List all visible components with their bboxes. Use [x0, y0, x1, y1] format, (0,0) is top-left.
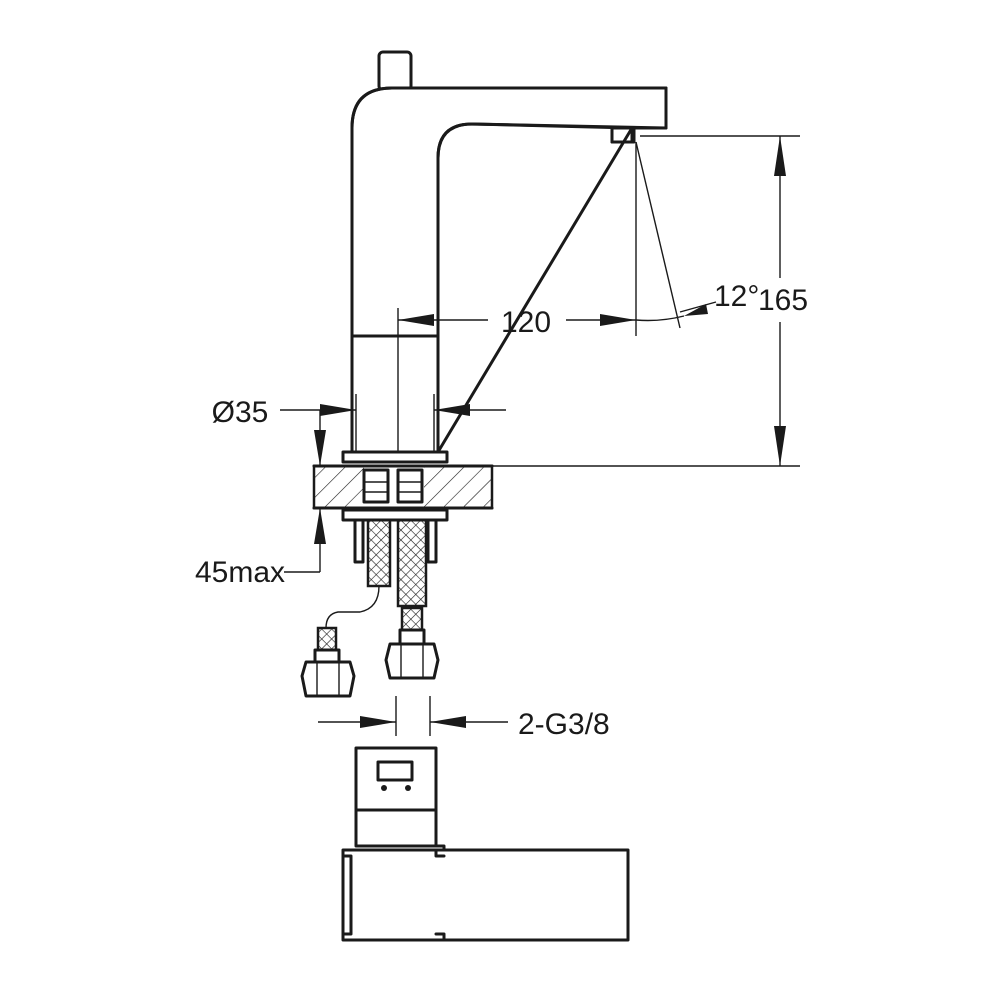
top-cap — [377, 50, 413, 92]
fitting-right — [396, 468, 424, 504]
faucet-front-view — [341, 50, 668, 464]
hose-end-right — [384, 606, 440, 680]
indicator-dot-right — [405, 785, 411, 791]
dimension-12deg: 12° — [635, 141, 759, 329]
dimension-diameter: Ø35 — [212, 394, 506, 452]
faucet-top-view — [341, 746, 630, 942]
dimension-120: 120 — [397, 142, 637, 452]
spout-reach-label: 120 — [501, 306, 551, 339]
outlet-height-label: 165 — [758, 284, 808, 317]
hose-right — [396, 518, 428, 608]
body-diameter-label: Ø35 — [212, 396, 269, 429]
mounting-assembly — [341, 468, 449, 564]
hose-connections-label: 2-G3/8 — [518, 708, 610, 741]
top-view-spout — [341, 848, 630, 942]
deck-thickness-label: 45max — [195, 556, 285, 589]
dimension-45max: 45max — [195, 410, 326, 589]
mounting-washer — [341, 508, 449, 522]
dimension-hose-connections: 2-G3/8 — [318, 696, 610, 741]
indicator-dot-left — [381, 785, 387, 791]
base-ring — [341, 450, 449, 464]
display-window — [376, 760, 414, 782]
hose-left — [366, 518, 392, 588]
nut-left — [300, 660, 356, 698]
nut-right — [384, 642, 440, 680]
fitting-left — [362, 468, 390, 504]
spout-angle-label: 12° — [714, 280, 759, 313]
hose-end-left — [300, 626, 356, 698]
braided-hoses — [325, 518, 428, 629]
dimension-165: 165 — [492, 135, 808, 467]
aerator — [610, 126, 636, 144]
